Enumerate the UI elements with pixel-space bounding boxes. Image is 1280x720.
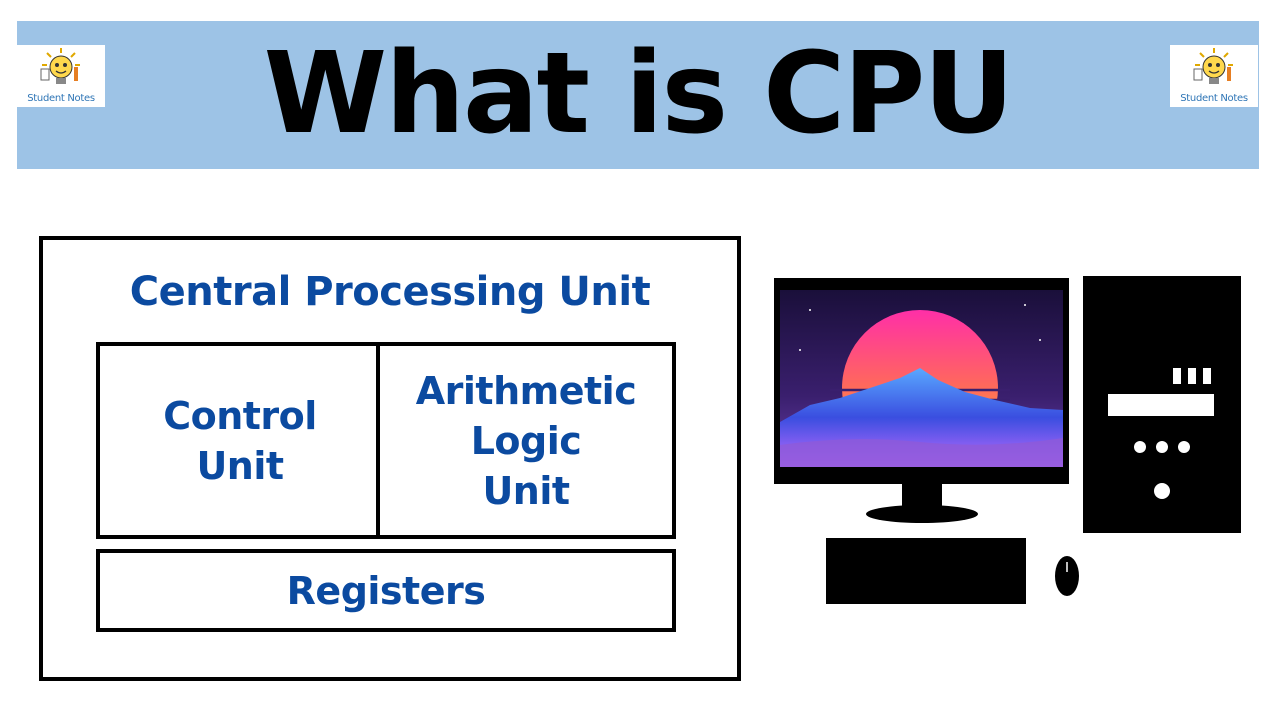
monitor bbox=[774, 278, 1069, 523]
mouse bbox=[1055, 556, 1079, 596]
keyboard bbox=[826, 538, 1026, 604]
diagram-title: Central Processing Unit bbox=[129, 269, 651, 315]
desktop-computer-icon bbox=[774, 276, 1241, 604]
student-notes-logo-right: Student Notes bbox=[1170, 45, 1258, 107]
page-title: What is CPU bbox=[263, 29, 1015, 159]
registers-label: Registers bbox=[286, 568, 486, 613]
wallpaper bbox=[780, 290, 1063, 467]
registers-box: Registers bbox=[96, 549, 676, 632]
system-unit bbox=[1083, 276, 1241, 533]
control-unit-box: Control Unit bbox=[96, 342, 384, 539]
title-banner: What is CPU bbox=[17, 21, 1259, 169]
lightbulb-icon bbox=[40, 48, 80, 84]
logo-label: Student Notes bbox=[1180, 93, 1248, 104]
student-notes-logo-left: Student Notes bbox=[17, 45, 105, 107]
control-unit-label: Control Unit bbox=[163, 393, 317, 488]
logo-label: Student Notes bbox=[27, 93, 95, 104]
alu-label: Arithmetic Logic Unit bbox=[415, 368, 637, 513]
cpu-diagram: Central Processing Unit Control Unit Ari… bbox=[39, 236, 741, 681]
alu-box: Arithmetic Logic Unit bbox=[376, 342, 676, 539]
lightbulb-icon bbox=[1193, 48, 1233, 84]
